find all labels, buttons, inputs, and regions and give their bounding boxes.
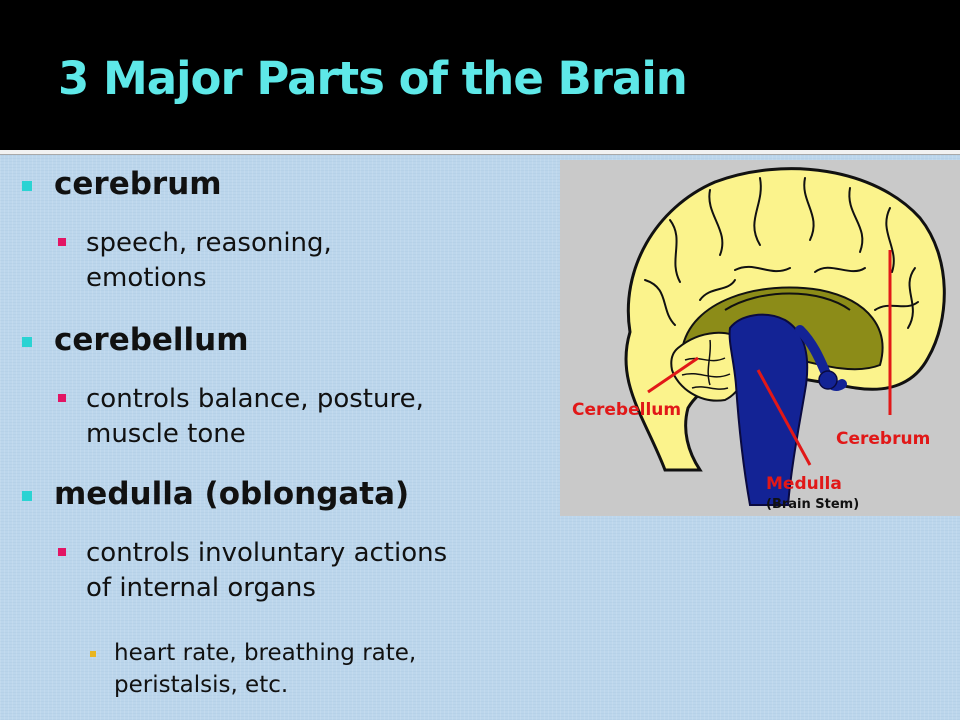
bullet-marker-square	[22, 337, 32, 347]
bullet-cerebrum-detail-line1: speech, reasoning,	[86, 228, 332, 258]
bullet-medulla-detail-line2: of internal organs	[86, 573, 316, 603]
cerebrum-folds	[644, 177, 919, 329]
bullet-cerebellum: cerebellum	[54, 322, 249, 358]
bullet-marker-square	[58, 238, 66, 246]
title-separator	[0, 150, 960, 155]
label-brain-stem: (Brain Stem)	[766, 497, 859, 512]
label-cerebrum: Cerebrum	[836, 429, 930, 449]
label-cerebellum: Cerebellum	[572, 400, 681, 420]
bullet-medulla: medulla (oblongata)	[54, 476, 410, 512]
bullet-cerebrum: cerebrum	[54, 166, 222, 202]
brain-illustration: Cerebellum Cerebrum Medulla (Brain Stem)	[572, 167, 946, 512]
bullet-cerebellum-detail-line2: muscle tone	[86, 419, 246, 449]
title-bar: 3 Major Parts of the Brain	[0, 0, 960, 150]
bullet-cerebrum-detail-line2: emotions	[86, 263, 207, 293]
bullet-cerebellum-detail-line1: controls balance, posture,	[86, 384, 424, 414]
corpus-callosum-line	[724, 292, 851, 311]
bullet-marker-square	[58, 394, 66, 402]
bullet-marker-square	[22, 181, 32, 191]
pituitary-gland	[818, 370, 838, 390]
label-pointer-lines	[647, 250, 892, 466]
slide-title: 3 Major Parts of the Brain	[58, 52, 688, 105]
cerebellum-folds	[681, 339, 731, 390]
bullet-medulla-sub-line1: heart rate, breathing rate,	[114, 640, 417, 666]
brain-stem-shape	[728, 313, 809, 506]
bullet-medulla-detail-line1: controls involuntary actions	[86, 538, 448, 568]
brain-diagram: Cerebellum Cerebrum Medulla (Brain Stem)	[560, 160, 960, 516]
bullet-marker-square	[22, 491, 32, 501]
bullet-medulla-sub-line2: peristalsis, etc.	[114, 672, 289, 698]
bullet-marker-square	[90, 651, 96, 657]
label-medulla: Medulla	[766, 474, 842, 494]
bullet-marker-square	[58, 548, 66, 556]
